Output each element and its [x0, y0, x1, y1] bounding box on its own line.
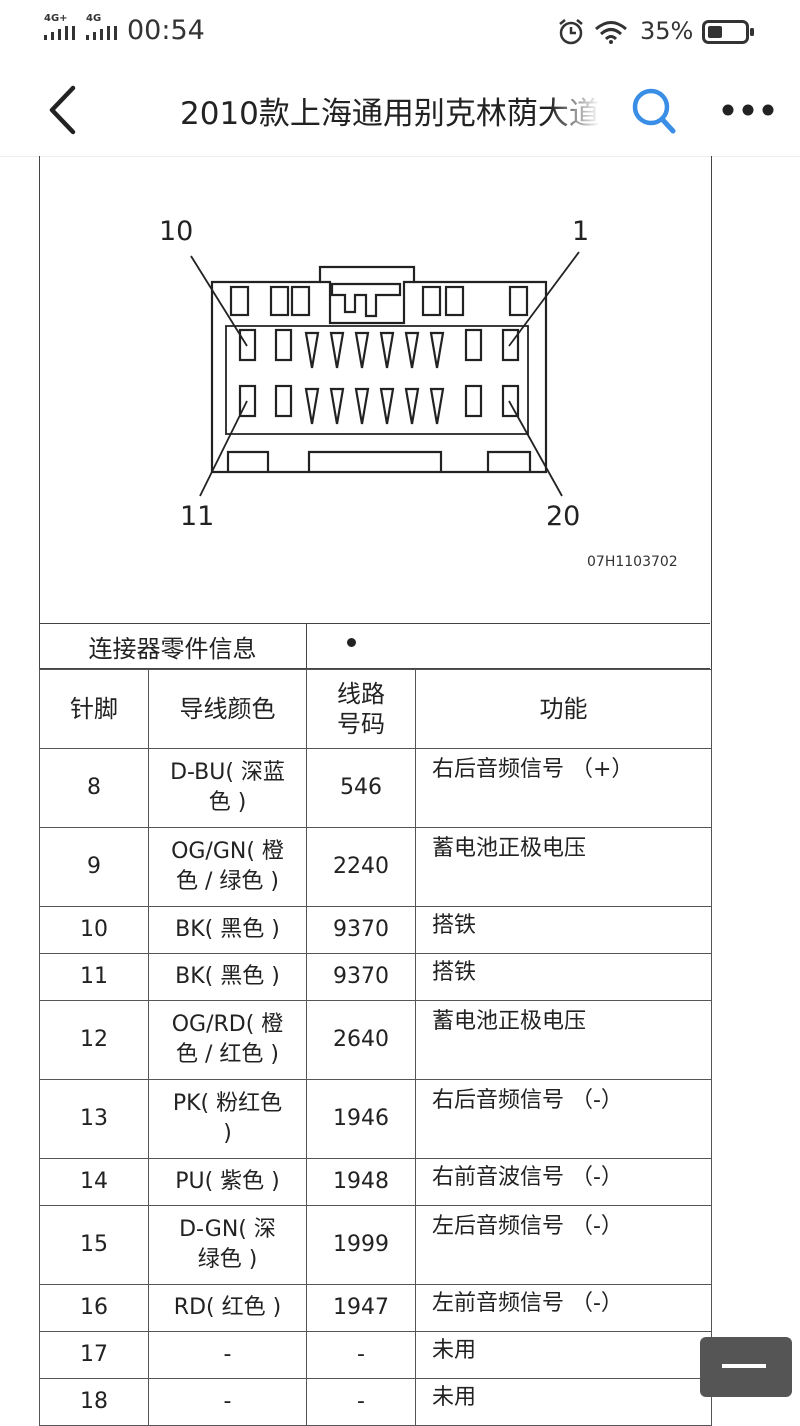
page-title: 2010款上海通用别克林荫大道	[180, 88, 600, 133]
header-circuit: 线路 号码	[306, 669, 416, 749]
pin-label-11: 11	[180, 501, 215, 532]
circuit-cell: 2640	[306, 1000, 416, 1080]
status-bar: 4G+ 4G 00:54 35%	[0, 0, 800, 64]
signal2-icon	[86, 26, 120, 40]
function-cell: 蓄电池正极电压	[415, 1000, 712, 1080]
pin-cell: 14	[39, 1158, 149, 1206]
clock: 00:54	[127, 15, 205, 46]
wire-color-cell: BK( 黑色 )	[148, 953, 307, 1001]
pin-cell: 9	[39, 827, 149, 907]
function-cell: 搭铁	[415, 906, 712, 954]
pin-cell: 13	[39, 1079, 149, 1159]
connector-info-label: 连接器零件信息	[39, 624, 307, 668]
table-row: 17 - - 未用	[39, 1331, 712, 1379]
wire-color-cell: D-GN( 深 绿色 )	[148, 1205, 307, 1285]
wire-color-cell: BK( 黑色 )	[148, 906, 307, 954]
search-button[interactable]	[630, 86, 678, 136]
pin-cell: 11	[39, 953, 149, 1001]
chevron-left-icon	[49, 85, 76, 135]
wire-color-cell: RD( 红色 )	[148, 1284, 307, 1332]
figure-code: 07H1103702	[587, 554, 678, 570]
pin-cell: 10	[39, 906, 149, 954]
battery-icon	[702, 20, 754, 44]
circuit-cell: 9370	[306, 953, 416, 1001]
function-cell: 搭铁	[415, 953, 712, 1001]
wire-color-cell: OG/GN( 橙 色 / 绿色 )	[148, 827, 307, 907]
back-button[interactable]	[42, 84, 82, 136]
function-cell: 未用	[415, 1331, 712, 1379]
battery-percent: 35%	[640, 17, 694, 45]
header-pin: 针脚	[39, 669, 149, 749]
function-cell: 右前音波信号 （-）	[415, 1158, 712, 1206]
table-row: 12 OG/RD( 橙 色 / 红色 ) 2640 蓄电池正极电压	[39, 1000, 712, 1080]
more-horizontal-icon	[722, 104, 774, 116]
table-row: 15 D-GN( 深 绿色 ) 1999 左后音频信号 （-）	[39, 1205, 712, 1285]
pin-cell: 16	[39, 1284, 149, 1332]
circuit-cell: 1946	[306, 1079, 416, 1159]
function-cell: 右后音频信号 （+）	[415, 748, 712, 828]
scroll-to-top-icon	[722, 1364, 766, 1368]
wire-color-cell: PK( 粉红色 )	[148, 1079, 307, 1159]
pin-cell: 15	[39, 1205, 149, 1285]
circuit-cell: 1999	[306, 1205, 416, 1285]
circuit-cell: 1948	[306, 1158, 416, 1206]
table-header-row: 针脚 导线颜色 线路 号码 功能	[39, 669, 712, 749]
circuit-cell: 546	[306, 748, 416, 828]
table-row: 14 PU( 紫色 ) 1948 右前音波信号 （-）	[39, 1158, 712, 1206]
circuit-cell: 9370	[306, 906, 416, 954]
scroll-to-top-button[interactable]	[700, 1337, 792, 1397]
table-row: 8 D-BU( 深蓝 色 ) 546 右后音频信号 （+）	[39, 748, 712, 828]
table-row: 10 BK( 黑色 ) 9370 搭铁	[39, 906, 712, 954]
function-cell: 蓄电池正极电压	[415, 827, 712, 907]
circuit-cell: 1947	[306, 1284, 416, 1332]
alarm-icon	[559, 19, 583, 45]
header-function: 功能	[415, 669, 712, 749]
search-icon	[632, 88, 676, 134]
circuit-cell: -	[306, 1331, 416, 1379]
wire-color-cell: PU( 紫色 )	[148, 1158, 307, 1206]
table-row: 9 OG/GN( 橙 色 / 绿色 ) 2240 蓄电池正极电压	[39, 827, 712, 907]
pin-cell: 17	[39, 1331, 149, 1379]
connector-info-row: 连接器零件信息	[39, 623, 710, 669]
function-cell: 左后音频信号 （-）	[415, 1205, 712, 1285]
wire-color-cell: D-BU( 深蓝 色 )	[148, 748, 307, 828]
table-row: 16 RD( 红色 ) 1947 左前音频信号 （-）	[39, 1284, 712, 1332]
pin-table: 针脚 导线颜色 线路 号码 功能 8 D-BU( 深蓝 色 ) 546 右后音频…	[39, 669, 712, 1426]
signal2-label: 4G	[86, 13, 102, 24]
circuit-cell: 2240	[306, 827, 416, 907]
pin-label-10: 10	[159, 216, 194, 247]
bullet-icon	[347, 638, 356, 647]
signal1-icon	[44, 26, 78, 40]
more-button[interactable]	[718, 100, 778, 120]
connector-diagram	[190, 251, 580, 497]
wire-color-cell: -	[148, 1331, 307, 1379]
pin-cell: 8	[39, 748, 149, 828]
document-page: 10 1 11 20 07H1103702 连接器零件信息 针脚 导线颜色 线路…	[0, 156, 800, 1426]
signal1-label: 4G+	[44, 13, 68, 24]
pin-label-20: 20	[546, 501, 581, 532]
function-cell: 左前音频信号 （-）	[415, 1284, 712, 1332]
wifi-icon	[595, 21, 627, 44]
table-row: 13 PK( 粉红色 ) 1946 右后音频信号 （-）	[39, 1079, 712, 1159]
header-wire-color: 导线颜色	[148, 669, 307, 749]
pin-label-1: 1	[572, 216, 590, 247]
pin-cell: 12	[39, 1000, 149, 1080]
table-row: 11 BK( 黑色 ) 9370 搭铁	[39, 953, 712, 1001]
nav-bar: 2010款上海通用别克林荫大道	[0, 64, 800, 157]
wire-color-cell: OG/RD( 橙 色 / 红色 )	[148, 1000, 307, 1080]
function-cell: 右后音频信号 （-）	[415, 1079, 712, 1159]
